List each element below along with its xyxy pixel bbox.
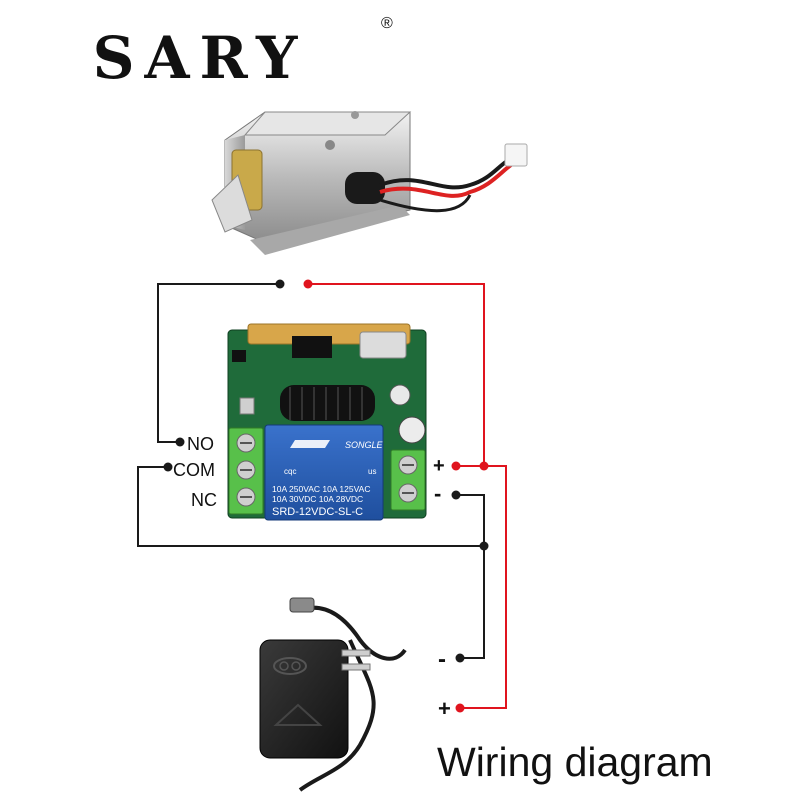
module-positive-dot xyxy=(451,461,461,471)
electric-lock xyxy=(211,111,528,255)
relay-rating-2: 10A 30VDC 10A 28VDC xyxy=(272,494,363,504)
terminal-labels: NO COM NC + - xyxy=(173,434,445,510)
lock-positive-dot xyxy=(303,279,313,289)
relay-model: SRD-12VDC-SL-C xyxy=(272,506,363,518)
wiring xyxy=(137,279,507,713)
negative-junction-dot xyxy=(479,541,489,551)
crystal xyxy=(359,331,407,359)
label-module-positive: + xyxy=(433,455,445,477)
supply-negative-dot xyxy=(455,653,465,663)
no-terminal-dot xyxy=(175,437,185,447)
com-terminal-dot xyxy=(163,462,173,472)
supply-positive-dot xyxy=(455,703,465,713)
antenna-coil xyxy=(280,385,375,421)
caption: Wiring diagram xyxy=(437,739,713,785)
relay-brand: SONGLE xyxy=(345,440,384,450)
label-nc: NC xyxy=(191,490,217,510)
brand-name: SARY xyxy=(93,24,308,92)
wire-com-to-negative xyxy=(137,466,484,547)
relay-cert: us xyxy=(368,467,376,476)
relay-module: SONGLE cqc us 10A 250VAC 10A 125VAC 10A … xyxy=(227,323,427,521)
module-negative-dot xyxy=(451,490,461,500)
lock-negative-dot xyxy=(275,279,285,289)
brand-logo: SARY ® xyxy=(93,15,393,92)
relay: SONGLE cqc us 10A 250VAC 10A 125VAC 10A … xyxy=(264,424,384,521)
capacitor-large xyxy=(398,416,426,444)
wire-supply-positive xyxy=(460,465,507,709)
power-adapter xyxy=(259,597,407,792)
capacitor-small xyxy=(389,384,411,406)
dc-plug xyxy=(289,597,315,613)
terminal-block-right xyxy=(390,449,426,511)
chip xyxy=(292,336,332,358)
relay-marks: cqc xyxy=(284,467,296,476)
label-supply-negative: - xyxy=(438,646,446,673)
positive-junction-dot xyxy=(479,461,489,471)
registered-mark: ® xyxy=(381,15,393,32)
wire-module-negative xyxy=(456,494,485,659)
wire-lock-positive xyxy=(308,283,485,466)
label-no: NO xyxy=(187,434,214,454)
label-com: COM xyxy=(173,460,215,480)
supply-labels: - + xyxy=(438,646,451,721)
terminal-block-left xyxy=(228,427,264,515)
adapter-body xyxy=(259,639,349,759)
label-module-negative: - xyxy=(434,481,441,506)
wire-lock-negative-to-no xyxy=(157,283,280,443)
relay-rating-1: 10A 250VAC 10A 125VAC xyxy=(272,484,370,494)
label-supply-positive: + xyxy=(438,696,451,721)
